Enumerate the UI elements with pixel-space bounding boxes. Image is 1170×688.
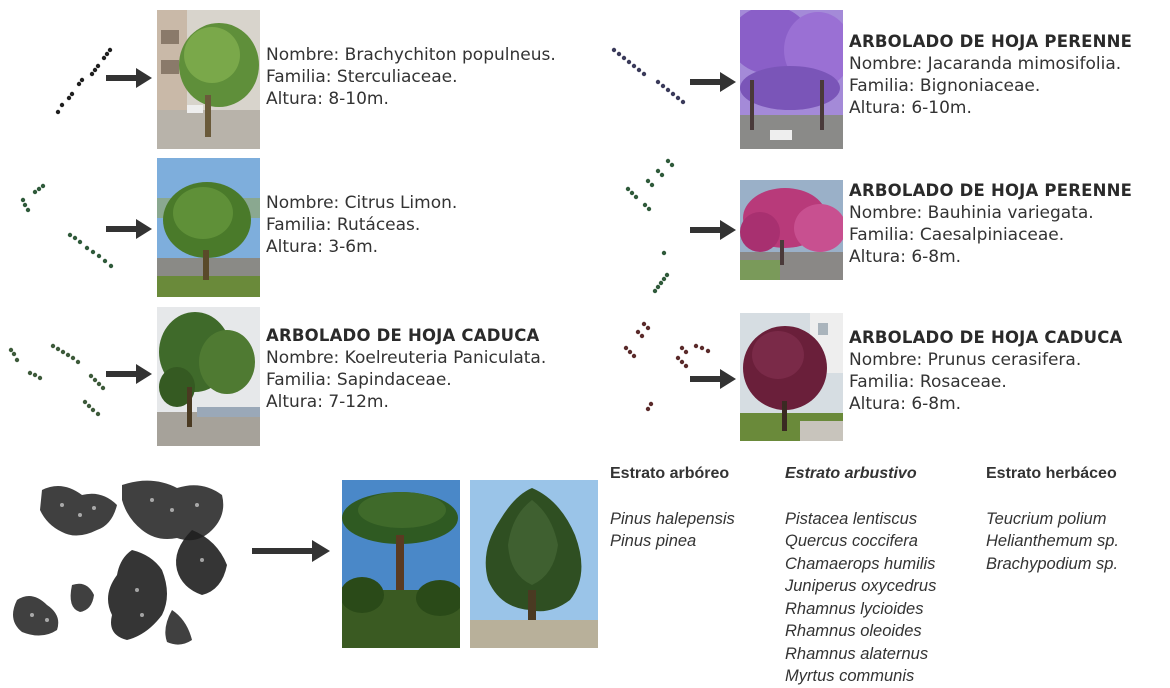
photo-citrus — [157, 158, 260, 297]
tree-nombre: Nombre: Bauhinia variegata. — [849, 203, 1094, 223]
species-item: Quercus coccifera — [785, 532, 918, 550]
species-item: Juniperus oxycedrus — [785, 577, 937, 595]
arrow-right-icon — [106, 219, 152, 239]
tree-heading: ARBOLADO DE HOJA CADUCA — [266, 326, 540, 345]
species-item: Brachypodium sp. — [986, 554, 1119, 573]
tree-familia: Familia: Rutáceas. — [266, 215, 421, 235]
tree-nombre: Nombre: Jacaranda mimosifolia. — [849, 54, 1122, 74]
tree-familia: Familia: Bignoniaceae. — [849, 76, 1041, 96]
tree-heading: ARBOLADO DE HOJA PERENNE — [849, 32, 1133, 51]
estrato-title: Estrato arbustivo — [785, 465, 917, 482]
tree-info-brachychiton: Nombre: Brachychiton populneus. Familia:… — [266, 44, 556, 110]
arrow-right-icon — [106, 364, 152, 384]
tree-nombre: Nombre: Brachychiton populneus. — [266, 45, 556, 65]
arrow-right-icon — [690, 220, 736, 240]
tree-nombre: Nombre: Koelreuteria Paniculata. — [266, 348, 547, 368]
estrato-arbustivo: Estrato arbustivo Pistacea lentiscus Que… — [785, 463, 936, 688]
photo-bauhinia — [740, 180, 843, 280]
tree-altura: Altura: 8-10m. — [266, 89, 389, 109]
tree-info-jacaranda: ARBOLADO DE HOJA PERENNE Nombre: Jacaran… — [849, 31, 1132, 119]
arrow-right-icon — [252, 540, 330, 562]
tree-familia: Familia: Sapindaceae. — [266, 370, 452, 390]
arrow-right-icon — [690, 72, 736, 92]
species-item: Rhamnus lycioides — [785, 599, 924, 618]
estrato-herbaceo: Estrato herbáceo Teucrium polium Heliant… — [986, 463, 1119, 575]
photo-jacaranda — [740, 10, 843, 149]
tree-altura: Altura: 6-8m. — [849, 247, 962, 267]
tree-nombre: Nombre: Prunus cerasifera. — [849, 350, 1082, 370]
tree-altura: Altura: 6-10m. — [849, 98, 972, 118]
estrato-title: Estrato arbóreo — [610, 465, 730, 482]
tree-info-citrus: Nombre: Citrus Limon. Familia: Rutáceas.… — [266, 192, 457, 258]
tree-location-symbol-koelreuteria — [8, 343, 106, 417]
estrato-arboreo: Estrato arbóreo Pinus halepensis Pinus p… — [610, 463, 735, 553]
tree-heading: ARBOLADO DE HOJA CADUCA — [849, 328, 1123, 347]
species-item: Pinus halepensis — [610, 509, 735, 528]
species-item: Rhamnus oleoides — [785, 622, 922, 640]
species-item: Pinus pinea — [610, 532, 697, 550]
tree-location-symbol-citrus — [20, 183, 114, 269]
vegetation-area-map — [13, 480, 227, 645]
photo-pinus-pinea — [342, 480, 460, 648]
tree-altura: Altura: 6-8m. — [849, 394, 962, 414]
photo-koelreuteria — [157, 307, 260, 446]
tree-heading: ARBOLADO DE HOJA PERENNE — [849, 181, 1133, 200]
tree-altura: Altura: 3-6m. — [266, 237, 379, 257]
tree-location-symbol-brachychiton — [55, 47, 113, 115]
species-item: Teucrium polium — [986, 509, 1107, 528]
photo-brachychiton — [157, 10, 260, 149]
tree-info-prunus: ARBOLADO DE HOJA CADUCA Nombre: Prunus c… — [849, 327, 1122, 415]
tree-info-bauhinia: ARBOLADO DE HOJA PERENNE Nombre: Bauhini… — [849, 180, 1132, 268]
estrato-title: Estrato herbáceo — [986, 465, 1117, 482]
tree-location-symbol-prunus — [623, 321, 711, 412]
tree-familia: Familia: Caesalpiniaceae. — [849, 225, 1065, 245]
species-item: Rhamnus alaternus — [785, 644, 929, 663]
arrow-right-icon — [106, 68, 152, 88]
tree-location-symbol-bauhinia — [625, 158, 675, 294]
tree-nombre: Nombre: Citrus Limon. — [266, 193, 458, 213]
species-item: Myrtus communis — [785, 667, 915, 685]
species-item: Pistacea lentiscus — [785, 509, 918, 528]
arrow-right-icon — [690, 369, 736, 389]
tree-familia: Familia: Sterculiaceae. — [266, 67, 458, 87]
tree-info-koelreuteria: ARBOLADO DE HOJA CADUCA Nombre: Koelreut… — [266, 325, 546, 413]
species-item: Chamaerops humilis — [785, 554, 936, 573]
photo-prunus — [740, 313, 843, 441]
tree-location-symbol-jacaranda — [611, 47, 686, 105]
species-item: Helianthemum sp. — [986, 532, 1119, 550]
photo-pinus-halepensis — [470, 480, 598, 648]
tree-altura: Altura: 7-12m. — [266, 392, 389, 412]
tree-familia: Familia: Rosaceae. — [849, 372, 1007, 392]
